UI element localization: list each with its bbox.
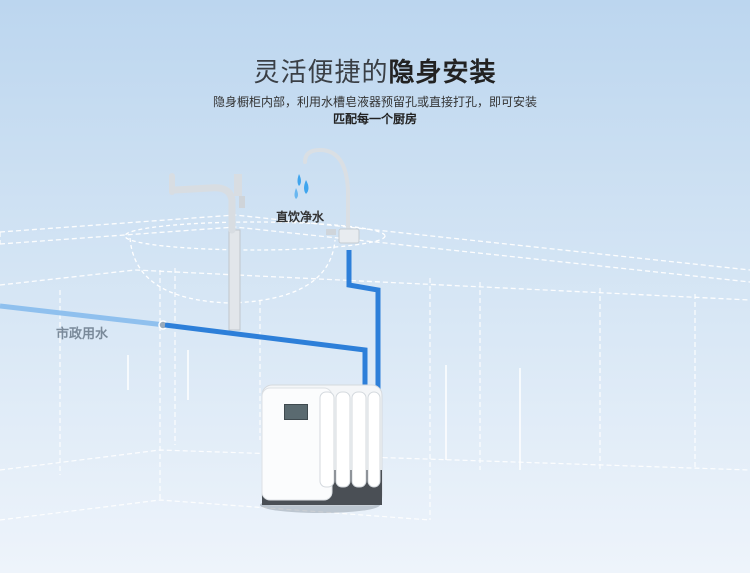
drinking-water-label: 直饮净水 bbox=[276, 210, 325, 224]
tap-water-line bbox=[0, 303, 166, 328]
page-title: 灵活便捷的隐身安装 bbox=[0, 52, 750, 89]
water-droplets bbox=[294, 174, 309, 199]
output-pipe bbox=[346, 250, 381, 400]
sink-basin bbox=[124, 221, 386, 304]
subtitle-line-2: 匹配每一个厨房 bbox=[332, 112, 417, 126]
tap-water-label: 市政用水 bbox=[56, 327, 109, 342]
display-panel bbox=[284, 404, 308, 420]
water-purifier-unit bbox=[260, 384, 383, 513]
cabinet-outline bbox=[0, 268, 750, 521]
kitchen-faucet bbox=[169, 173, 245, 331]
title-bold: 隐身安装 bbox=[388, 58, 497, 88]
feed-pipe bbox=[164, 322, 368, 400]
subtitle-line-1: 隐身橱柜内部，利用水槽皂液器预留孔或直接打孔，即可安装 bbox=[212, 95, 537, 109]
cabinet-handles bbox=[127, 350, 521, 470]
drinking-water-faucet bbox=[303, 147, 360, 244]
title-normal: 灵活便捷的 bbox=[253, 58, 389, 88]
